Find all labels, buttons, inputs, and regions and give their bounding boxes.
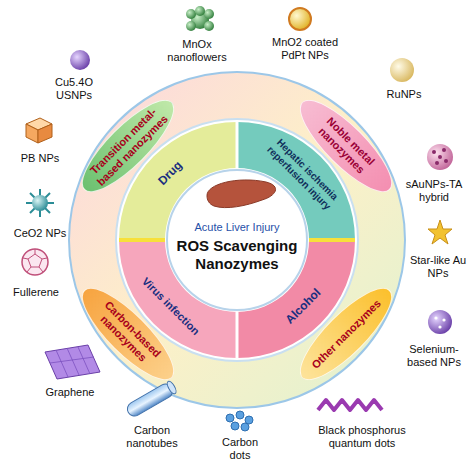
material-label: Black phosphorus quantum dots xyxy=(310,424,414,450)
material-label: CeO2 NPs xyxy=(10,227,70,240)
material-label: Graphene xyxy=(40,386,100,399)
material-label: Star-like Au NPs xyxy=(407,254,469,280)
material-label: Selenium-based NPs xyxy=(402,343,466,369)
inner-sectors xyxy=(119,122,355,358)
material-label: Cu5.4O USNPs xyxy=(46,76,102,102)
material-label: Fullerene xyxy=(6,286,66,299)
material-label: RuNPs xyxy=(374,88,434,101)
center-circle: Acute Liver InjuryROS Scavenging Nanozym… xyxy=(176,216,298,276)
outer-ring xyxy=(69,72,405,408)
material-label: sAuNPs-TA hybrid xyxy=(402,178,466,204)
material-label: Carbon dots xyxy=(214,436,266,462)
ring-divider xyxy=(116,119,358,361)
center-title: ROS Scavenging Nanozymes xyxy=(176,237,298,273)
subtitle-text: Acute Liver Injury xyxy=(195,220,280,234)
center-circle xyxy=(167,170,307,310)
liver-icon xyxy=(207,180,276,208)
material-label: PB NPs xyxy=(12,152,68,165)
material-label: MnO2 coated PdPt NPs xyxy=(266,36,344,62)
material-icons xyxy=(22,6,453,431)
material-label: Carbon nanotubes xyxy=(118,424,186,450)
material-label: MnOx nanoflowers xyxy=(160,38,235,64)
